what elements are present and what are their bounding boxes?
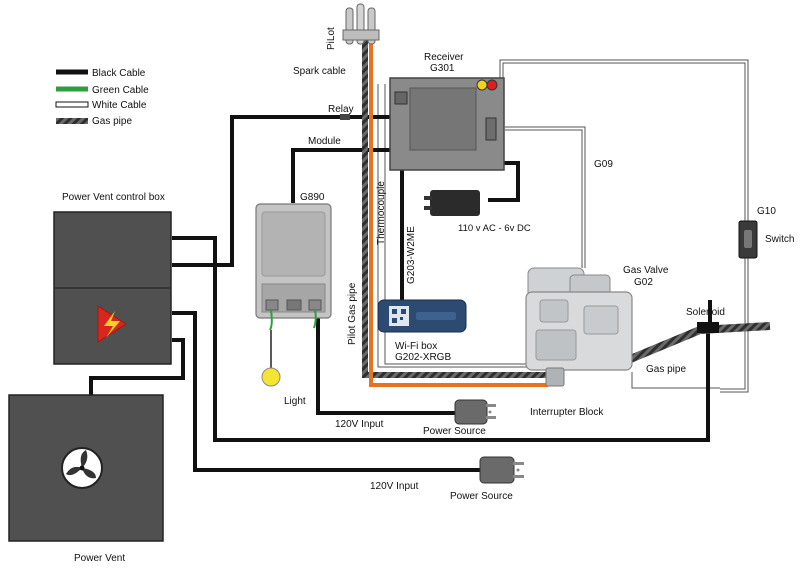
gas-pipe-label: Gas pipe (646, 364, 686, 375)
power-plug-1: 120V Input Power Source (335, 399, 496, 437)
interrupter-block-label: Interrupter Block (530, 407, 604, 418)
white-cable-switch-top (499, 59, 749, 226)
light-label: Light (284, 396, 306, 407)
black-cable-power-1 (316, 318, 455, 415)
black-cable-power-2 (172, 311, 480, 472)
power-plug-2: 120V Input Power Source (370, 456, 524, 502)
black-cable-control-box (172, 236, 710, 442)
power-vent-label: Power Vent (74, 553, 125, 564)
wifi-box: Wi-Fi box G202-XRGB (377, 299, 467, 363)
lightning-icon (104, 311, 120, 338)
g10-label: G10 (757, 206, 776, 217)
spark-cable-label: Spark cable (293, 66, 346, 77)
control-box-label: Power Vent control box (62, 192, 165, 203)
pilot-gas-pipe-label: Pilot Gas pipe (347, 282, 358, 345)
g203-label: G203-W2ME (406, 226, 417, 284)
receiver-model: G301 (430, 63, 455, 74)
legend-gas-swatch (56, 118, 88, 124)
adapter-body (430, 190, 480, 216)
light-bulb-icon (261, 367, 281, 387)
legend: Black Cable Green Cable White Cable Gas … (55, 68, 149, 127)
power-vent: Power Vent (8, 394, 164, 564)
green-wire-light (269, 309, 273, 331)
receiver: Receiver G301 (389, 52, 505, 171)
switch-toggle (744, 230, 752, 248)
gas-valve: Gas Valve G02 (525, 265, 669, 387)
power-source-2-label: Power Source (450, 491, 513, 502)
white-cable-switch-bottom (720, 258, 749, 393)
power-adapter: 110 v AC - 6v DC (424, 190, 531, 234)
wifi-box-label: Wi-Fi box (395, 341, 437, 352)
g09-label: G09 (594, 159, 613, 170)
receiver-indicator-yellow (476, 79, 488, 91)
input-1-label: 120V Input (335, 419, 384, 430)
black-cable-relay (172, 115, 390, 267)
gas-valve-label: Gas Valve (623, 265, 669, 276)
power-vent-control-box: Power Vent control box (53, 192, 172, 365)
pilot-gas-pipe (362, 40, 548, 378)
black-cables (89, 115, 712, 472)
g890-module: G890 (255, 192, 332, 331)
green-wire-input (313, 309, 317, 329)
switch-label: Switch (765, 234, 794, 245)
wifi-box-model: G202-XRGB (395, 352, 451, 363)
pilot-base (342, 29, 380, 41)
legend-green-label: Green Cable (92, 85, 149, 96)
pilot-assembly: PiLot (326, 3, 380, 50)
light: Light (261, 330, 306, 407)
solenoid-label: Solenoid (686, 307, 725, 318)
gas-valve-model: G02 (634, 277, 653, 288)
solenoid: Solenoid (686, 307, 725, 333)
interrupter-block (545, 367, 565, 387)
g890-label: G890 (300, 192, 325, 203)
legend-gas-label: Gas pipe (92, 116, 132, 127)
receiver-panel (409, 87, 477, 151)
thermocouple-label: Thermocouple (376, 181, 387, 245)
thermocouple-line (369, 40, 548, 387)
solenoid-body (697, 322, 719, 333)
plug-2-body (479, 456, 515, 484)
legend-white-swatch (55, 101, 89, 108)
legend-white-label: White Cable (92, 100, 147, 111)
plug-1-body (454, 399, 488, 425)
relay-label: Relay (328, 104, 354, 115)
receiver-indicator-red (486, 79, 498, 91)
black-cable-vent (89, 338, 185, 395)
adapter-label: 110 v AC - 6v DC (458, 223, 531, 234)
power-source-1-label: Power Source (423, 426, 486, 437)
module-label: Module (308, 136, 341, 147)
receiver-label: Receiver (424, 52, 464, 63)
pilot-label: PiLot (326, 27, 337, 50)
relay-connector (340, 114, 350, 120)
input-2-label: 120V Input (370, 481, 419, 492)
switch: G10 Switch (738, 206, 794, 259)
legend-black-label: Black Cable (92, 68, 146, 79)
white-cable-g09 (505, 126, 586, 268)
